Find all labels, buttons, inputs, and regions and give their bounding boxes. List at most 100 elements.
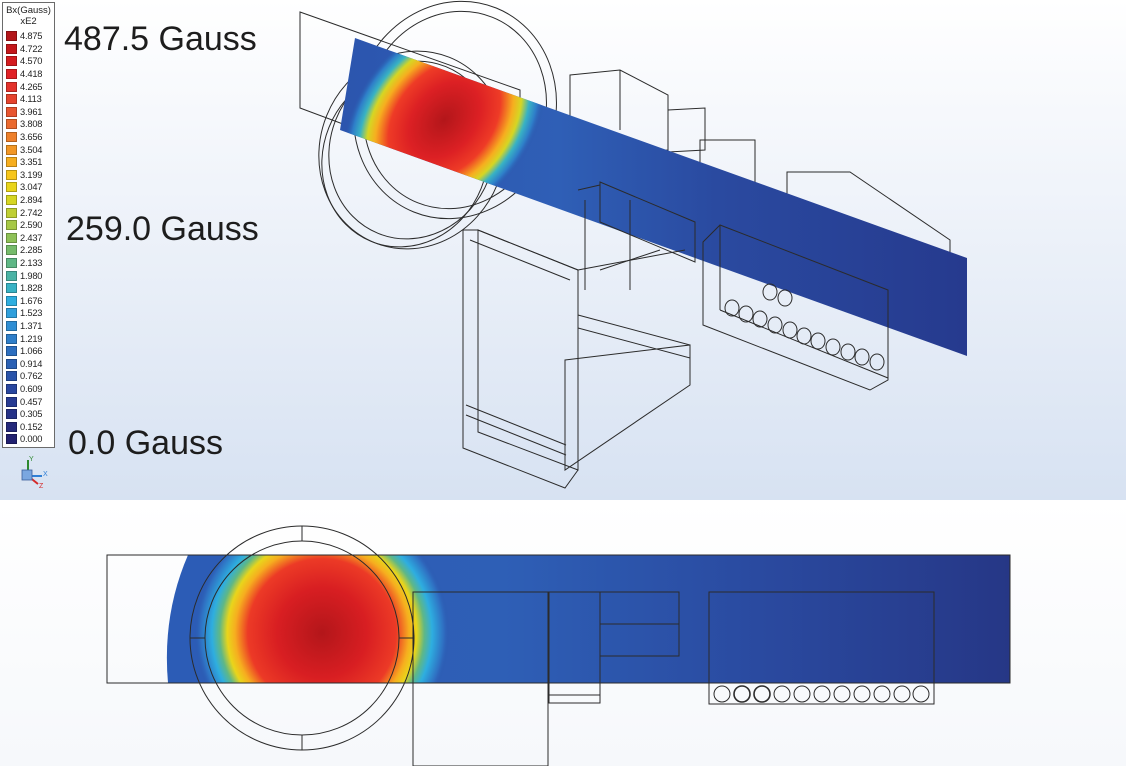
legend-entry: 1.828 [3, 282, 54, 295]
legend-entry: 3.199 [3, 169, 54, 182]
legend-entry: 0.152 [3, 420, 54, 433]
legend-value: 3.199 [20, 169, 43, 180]
legend-value: 4.722 [20, 43, 43, 54]
legend-value: 0.457 [20, 396, 43, 407]
max-field-label: 487.5 Gauss [64, 20, 257, 58]
legend-swatch [6, 69, 17, 80]
legend-value: 2.590 [20, 220, 43, 231]
legend-value: 4.875 [20, 31, 43, 42]
legend-entry: 2.437 [3, 232, 54, 245]
legend-title: Bx(Gauss) [6, 5, 51, 16]
legend-entry: 2.285 [3, 244, 54, 257]
legend-entry: 4.875 [3, 30, 54, 43]
legend-swatch [6, 31, 17, 42]
legend-value: 1.371 [20, 320, 43, 331]
legend-swatch [6, 207, 17, 218]
legend-value: 3.656 [20, 132, 43, 143]
legend-entry: 1.219 [3, 332, 54, 345]
legend-swatch [6, 346, 17, 357]
legend-swatch [6, 81, 17, 92]
legend-entry: 4.113 [3, 93, 54, 106]
legend-value: 4.265 [20, 81, 43, 92]
legend-value: 0.609 [20, 383, 43, 394]
legend-swatch [6, 383, 17, 394]
legend-swatch [6, 358, 17, 369]
legend-value: 2.742 [20, 207, 43, 218]
legend-swatch [6, 371, 17, 382]
legend-entry: 1.523 [3, 307, 54, 320]
legend-entry: 0.762 [3, 370, 54, 383]
legend-swatch [6, 396, 17, 407]
legend-value: 1.066 [20, 346, 43, 357]
legend-value: 4.113 [20, 94, 42, 105]
legend-swatch [6, 257, 17, 268]
legend-value: 2.894 [20, 195, 43, 206]
legend-value: 3.047 [20, 182, 43, 193]
legend-entry: 3.808 [3, 118, 54, 131]
legend-entry: 2.590 [3, 219, 54, 232]
legend-swatch [6, 270, 17, 281]
legend-entry: 3.504 [3, 143, 54, 156]
legend-entry: 0.457 [3, 395, 54, 408]
legend-swatch [6, 295, 17, 306]
legend-entry: 3.656 [3, 131, 54, 144]
legend-value: 0.762 [20, 371, 43, 382]
wireframe-front [462, 181, 889, 489]
legend-entry: 1.371 [3, 320, 54, 333]
3d-scene [299, 0, 967, 489]
legend-swatch [6, 308, 17, 319]
legend-scale-factor: xE2 [20, 16, 37, 27]
legend-swatch [6, 434, 17, 445]
axis-z-label: Z [39, 483, 44, 490]
legend-value: 0.152 [20, 421, 43, 432]
legend-entry: 0.914 [3, 357, 54, 370]
legend-swatch [6, 43, 17, 54]
legend-value: 3.808 [20, 119, 43, 130]
legend-entry: 4.418 [3, 68, 54, 81]
mid-field-label: 259.0 Gauss [66, 210, 259, 248]
legend-swatch [6, 119, 17, 130]
legend-entry: 3.351 [3, 156, 54, 169]
legend-entry: 0.000 [3, 433, 54, 446]
legend-swatch [6, 320, 17, 331]
legend-swatch [6, 333, 17, 344]
legend-value: 2.437 [20, 232, 43, 243]
legend-entry: 2.894 [3, 194, 54, 207]
section-wireframe [106, 525, 1011, 766]
legend-swatch [6, 106, 17, 117]
legend-entry: 3.047 [3, 181, 54, 194]
field-slice-plate [340, 38, 967, 356]
legend-value: 3.351 [20, 157, 43, 168]
legend-value: 0.000 [20, 434, 43, 445]
legend-entry: 3.961 [3, 106, 54, 119]
legend-entry: 4.570 [3, 55, 54, 68]
legend-swatch [6, 283, 17, 294]
legend-value: 1.523 [20, 308, 43, 319]
legend-value: 0.305 [20, 409, 43, 420]
legend-swatch [6, 220, 17, 231]
2d-section-viewport[interactable] [0, 500, 1126, 766]
legend-value: 1.676 [20, 295, 43, 306]
legend-entry: 1.676 [3, 294, 54, 307]
legend-entry: 2.133 [3, 257, 54, 270]
legend-entry: 4.722 [3, 43, 54, 56]
min-field-label: 0.0 Gauss [68, 424, 223, 462]
legend-swatch [6, 421, 17, 432]
legend-entry: 2.742 [3, 206, 54, 219]
legend-value: 2.285 [20, 245, 43, 256]
legend-swatch [6, 182, 17, 193]
legend-value: 1.980 [20, 270, 43, 281]
legend-swatch [6, 409, 17, 420]
legend-swatch [6, 56, 17, 67]
legend-value: 0.914 [20, 358, 43, 369]
legend-value: 4.418 [20, 69, 43, 80]
2d-section-scene [106, 525, 1011, 766]
legend-entry: 4.265 [3, 80, 54, 93]
legend-value: 2.133 [20, 257, 43, 268]
legend-value: 1.828 [20, 283, 43, 294]
legend-swatch [6, 195, 17, 206]
